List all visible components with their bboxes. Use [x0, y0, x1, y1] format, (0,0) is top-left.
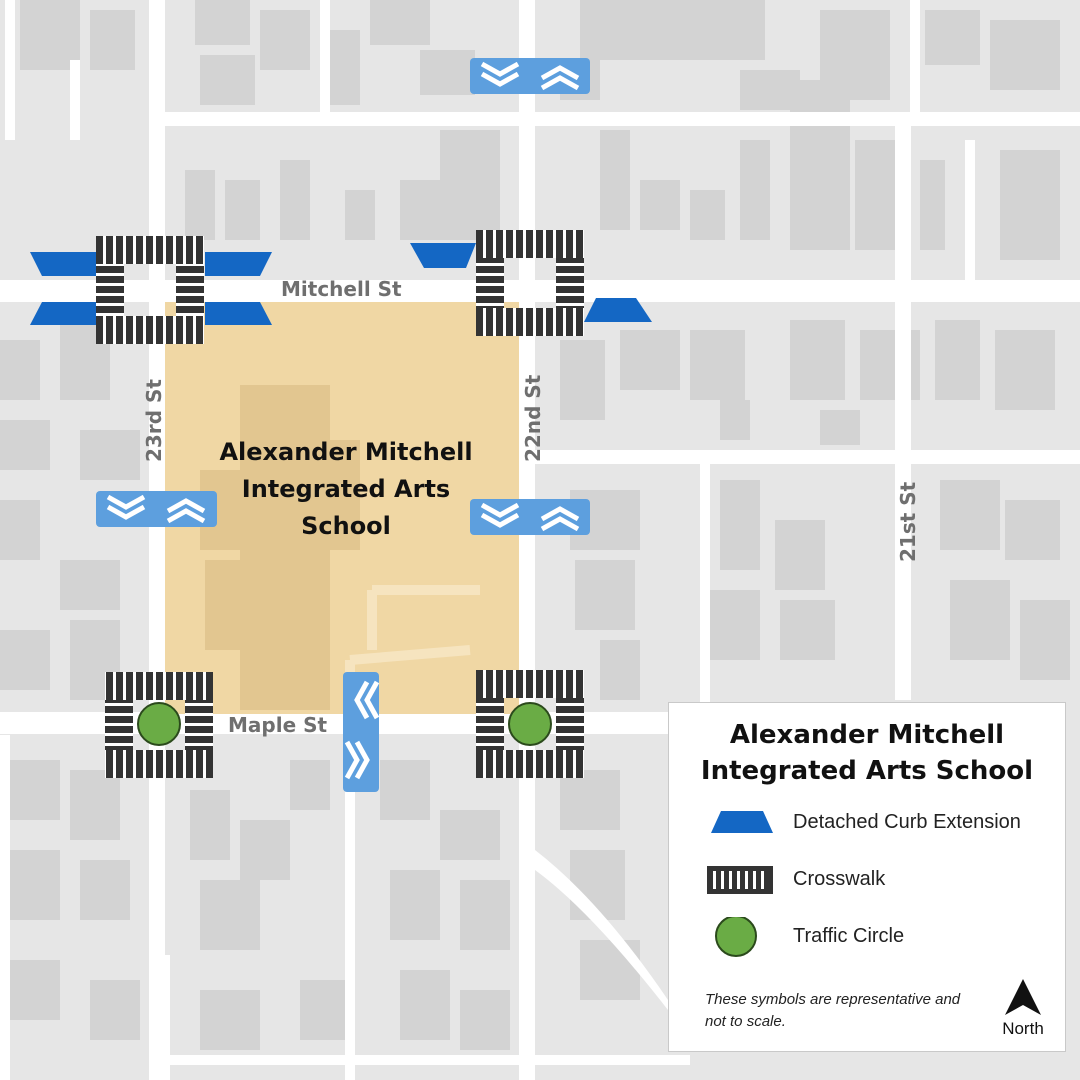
legend-title-line-2: Integrated Arts School	[700, 756, 1034, 786]
crosswalk-mitchell-22nd	[476, 230, 584, 336]
north-arrow-icon	[1005, 979, 1041, 1015]
legend-label-curb-extension: Detached Curb Extension	[793, 811, 1021, 833]
road-alley-6	[345, 734, 355, 1080]
road-alley-5	[700, 460, 710, 710]
legend-item-curb-extension: Detached Curb Extension	[705, 803, 1055, 843]
road-middle-east	[535, 450, 1080, 464]
north-label: North	[1002, 1019, 1044, 1038]
road-alley-8	[160, 955, 170, 1080]
road-22nd-st	[519, 0, 535, 1080]
street-label-21st: 21st St	[896, 481, 920, 562]
crosswalk-maple-22nd	[476, 670, 584, 778]
street-label-22nd: 22nd St	[521, 374, 545, 462]
traffic-circle-icon	[715, 917, 757, 957]
curb-extension	[30, 252, 96, 276]
legend-item-traffic-circle: Traffic Circle	[705, 917, 1055, 957]
legend: Alexander Mitchell Integrated Arts Schoo…	[668, 702, 1066, 1052]
curb-extension	[584, 298, 652, 322]
road-mitchell-st	[0, 280, 1080, 302]
curb-extensions	[30, 243, 652, 325]
legend-label-crosswalk: Crosswalk	[793, 868, 886, 890]
road-alley-2	[965, 140, 975, 280]
chevron-marker-23rd	[96, 491, 217, 527]
curb-extension-icon	[711, 811, 773, 833]
road-alley-4	[70, 60, 80, 140]
school-building	[200, 385, 360, 710]
road-alley-north	[910, 0, 920, 120]
school-label-line-2: Integrated Arts	[242, 475, 450, 503]
legend-note: These symbols are representative and not…	[705, 991, 961, 1030]
curb-extension	[205, 252, 272, 276]
school-label-line-1: Alexander Mitchell	[219, 438, 472, 466]
street-label-23rd: 23rd St	[142, 379, 166, 462]
road-alley-west	[5, 0, 15, 140]
traffic-circle	[137, 702, 181, 746]
curb-extension	[410, 243, 476, 268]
street-label-maple: Maple St	[228, 713, 328, 737]
road-alley-7	[0, 735, 10, 1080]
crosswalk-icon	[707, 866, 773, 894]
curb-extension	[30, 302, 96, 325]
road-north	[160, 112, 1080, 126]
chevron-marker-maple	[343, 672, 380, 792]
legend-item-crosswalk: Crosswalk	[705, 860, 1055, 900]
legend-title-line-1: Alexander Mitchell	[729, 720, 1005, 750]
chevron-marker-north	[470, 58, 590, 94]
road-curve	[535, 850, 668, 1010]
street-label-mitchell: Mitchell St	[281, 277, 402, 301]
legend-title: Alexander Mitchell Integrated Arts Schoo…	[669, 717, 1065, 789]
road-alley-3	[320, 0, 330, 112]
road-23rd-st	[149, 0, 165, 1080]
traffic-circle	[508, 702, 552, 746]
crosswalk-maple-23rd	[105, 672, 213, 778]
north-arrow: North	[995, 977, 1051, 1041]
road-21st-st	[895, 120, 911, 700]
chevron-marker-22nd	[470, 499, 590, 535]
road-south	[170, 1055, 690, 1065]
legend-label-traffic-circle: Traffic Circle	[793, 925, 905, 947]
school-label-line-3: School	[301, 512, 391, 540]
crosswalk-mitchell-23rd	[96, 236, 204, 344]
curb-extension	[205, 302, 272, 325]
